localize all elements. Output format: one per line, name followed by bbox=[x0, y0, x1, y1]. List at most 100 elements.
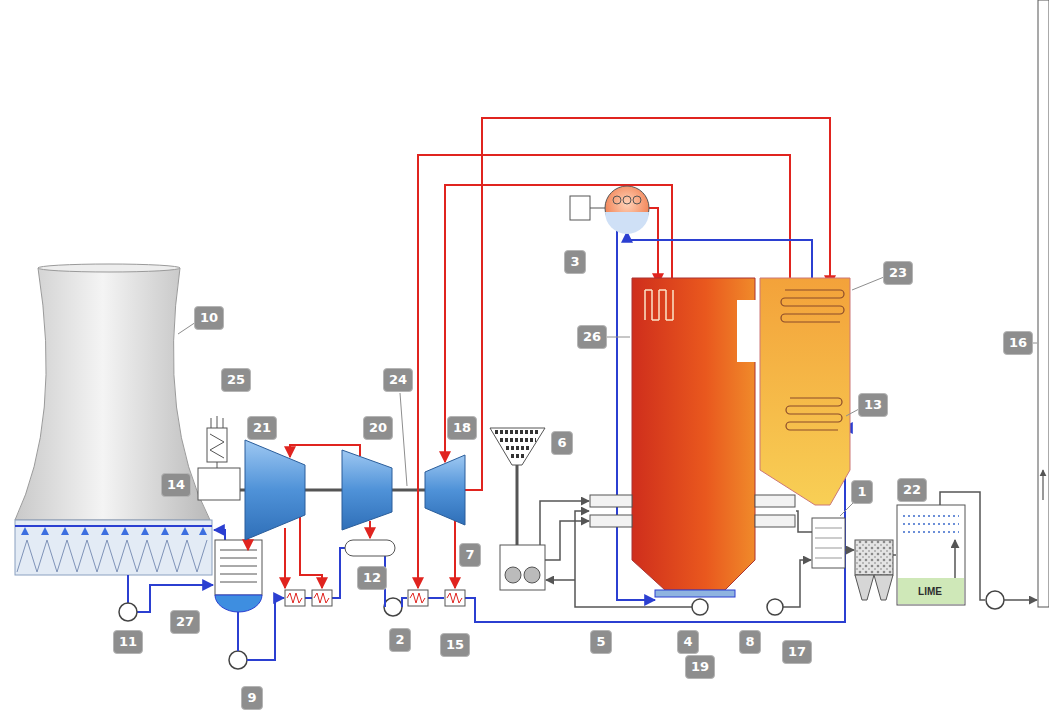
fan-symbol bbox=[986, 591, 1004, 609]
callout-number: 13 bbox=[858, 393, 888, 417]
pump-symbol bbox=[229, 651, 247, 669]
callout-number: 7 bbox=[459, 543, 480, 567]
coal-hopper bbox=[490, 428, 545, 545]
cooling-tower bbox=[38, 264, 180, 272]
windbox bbox=[755, 515, 795, 527]
deaerator bbox=[345, 540, 395, 556]
steam-pipe bbox=[649, 208, 658, 284]
callout-number: 21 bbox=[247, 416, 277, 440]
condenser bbox=[215, 595, 262, 612]
air-preheater bbox=[815, 528, 842, 558]
feedwater-pipe bbox=[237, 612, 239, 651]
generator bbox=[198, 468, 240, 500]
boiler-backpass bbox=[786, 398, 842, 430]
feedwater-pipe bbox=[627, 232, 812, 278]
windbox bbox=[755, 495, 795, 507]
coal-hopper bbox=[495, 432, 540, 456]
leader-line bbox=[604, 337, 630, 338]
fan-symbol bbox=[692, 599, 708, 615]
callout-number: 14 bbox=[161, 473, 191, 497]
cooling-tower bbox=[15, 268, 210, 520]
steam-drum bbox=[570, 186, 649, 234]
callout-number: 2 bbox=[389, 628, 410, 652]
coal-mill bbox=[500, 545, 545, 590]
boiler-backpass bbox=[760, 278, 850, 505]
scrubber bbox=[897, 505, 965, 605]
feedwater-pipe bbox=[332, 548, 345, 598]
steam-drum bbox=[613, 196, 621, 204]
callout-number: 23 bbox=[883, 261, 913, 285]
condenser bbox=[220, 550, 257, 582]
callout-number: 11 bbox=[113, 630, 143, 654]
leader-line bbox=[840, 503, 853, 516]
chimney bbox=[1042, 470, 1043, 500]
steam-drum bbox=[590, 208, 605, 209]
air-duct bbox=[545, 521, 589, 560]
turbine bbox=[245, 440, 465, 540]
electrostatic-precipitator bbox=[874, 575, 893, 600]
air-preheater bbox=[812, 518, 845, 568]
feedwater-pipe bbox=[305, 597, 312, 599]
feedwater-pipe bbox=[238, 230, 845, 660]
fan-symbol bbox=[767, 599, 783, 615]
steam-drum bbox=[605, 212, 649, 234]
boiler-furnace bbox=[645, 290, 673, 320]
cooling-tower bbox=[15, 264, 212, 575]
steam-pipe bbox=[300, 517, 322, 588]
windbox bbox=[590, 495, 632, 507]
feed-heater bbox=[287, 593, 302, 603]
windbox bbox=[590, 515, 632, 527]
feed-heater bbox=[285, 590, 465, 606]
feed-heater bbox=[445, 590, 465, 606]
condenser bbox=[215, 540, 262, 595]
feed-heater bbox=[447, 593, 462, 603]
cooling-water-pipe bbox=[128, 530, 225, 612]
boiler-furnace bbox=[655, 590, 735, 597]
feedwater-pipe bbox=[402, 598, 407, 607]
steam-pipe bbox=[284, 528, 286, 588]
boiler-backpass bbox=[781, 290, 844, 322]
callout-number: 18 bbox=[447, 416, 477, 440]
air-preheater bbox=[812, 518, 845, 568]
feed-heater bbox=[410, 593, 425, 603]
transformer bbox=[210, 434, 224, 458]
pump-symbol bbox=[384, 598, 402, 616]
flue-duct bbox=[845, 549, 854, 551]
feedwater-pipe bbox=[247, 598, 284, 660]
turbine bbox=[342, 450, 392, 530]
feedwater-pipe bbox=[428, 597, 444, 599]
windbox bbox=[590, 495, 795, 527]
leader-line bbox=[852, 277, 884, 290]
steam-pipe bbox=[454, 521, 456, 588]
coal-mill bbox=[505, 567, 521, 583]
callout-number: 9 bbox=[241, 686, 262, 710]
feed-heater bbox=[285, 590, 305, 606]
cooling-tower bbox=[21, 527, 207, 535]
boiler-furnace bbox=[737, 300, 759, 362]
callout-number: 22 bbox=[897, 478, 927, 502]
callout-number: 17 bbox=[782, 640, 812, 664]
electrostatic-precipitator bbox=[855, 540, 893, 575]
callout-number: 19 bbox=[685, 655, 715, 679]
transformer bbox=[207, 416, 227, 468]
callout-number: 10 bbox=[194, 306, 224, 330]
transformer bbox=[217, 462, 218, 468]
electrostatic-precipitator bbox=[855, 575, 874, 600]
chimney bbox=[1038, 0, 1049, 607]
callout-number: 25 bbox=[221, 368, 251, 392]
coal-hopper bbox=[516, 465, 519, 545]
generator bbox=[198, 468, 240, 500]
cooling-water-pipe bbox=[127, 575, 129, 603]
callout-number: 27 bbox=[170, 610, 200, 634]
callout-number: 26 bbox=[577, 325, 607, 349]
condenser bbox=[215, 540, 262, 612]
feed-heater bbox=[408, 590, 428, 606]
leader-line bbox=[178, 277, 1037, 516]
coal-mill bbox=[500, 545, 545, 590]
scrubber bbox=[954, 540, 956, 578]
coal-hopper bbox=[490, 428, 545, 465]
cooling-tower bbox=[15, 525, 212, 527]
